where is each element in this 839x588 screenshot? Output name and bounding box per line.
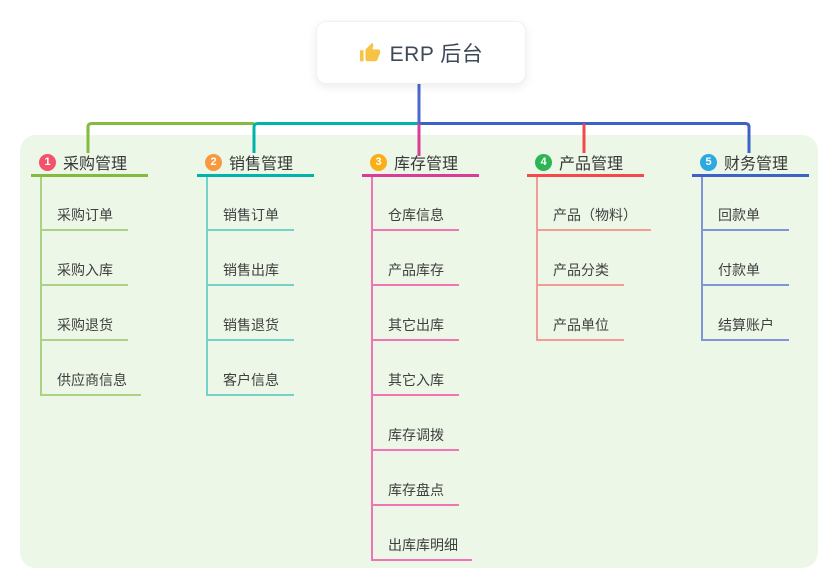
node-product-unit[interactable]: 产品单位 <box>536 317 624 341</box>
branch-title-sales[interactable]: 2 销售管理 <box>197 150 314 177</box>
node-sales-outbound[interactable]: 销售出库 <box>206 262 294 286</box>
branch-label: 销售管理 <box>229 156 294 173</box>
node-payment-bill[interactable]: 付款单 <box>701 262 789 286</box>
branch-badge: 1 <box>39 153 56 171</box>
branch-label: 库存管理 <box>394 156 459 173</box>
branch-trunk-line <box>40 177 42 396</box>
node-receipt-bill[interactable]: 回款单 <box>701 207 789 231</box>
node-purchase-return[interactable]: 采购退货 <box>40 317 128 341</box>
branch-trunk-line <box>701 177 703 341</box>
branch-badge: 3 <box>370 153 387 171</box>
branch-title-purchase[interactable]: 1 采购管理 <box>31 150 148 177</box>
node-product-category[interactable]: 产品分类 <box>536 262 624 286</box>
node-sales-order[interactable]: 销售订单 <box>206 207 294 231</box>
node-other-inbound[interactable]: 其它入库 <box>371 372 459 396</box>
branches-panel <box>20 135 818 568</box>
node-product-stock[interactable]: 产品库存 <box>371 262 459 286</box>
node-purchase-inbound[interactable]: 采购入库 <box>40 262 128 286</box>
node-outbound-detail[interactable]: 出库库明细 <box>371 537 472 561</box>
branch-trunk-line <box>206 177 208 396</box>
node-other-outbound[interactable]: 其它出库 <box>371 317 459 341</box>
branch-badge: 4 <box>535 153 552 171</box>
node-product-material[interactable]: 产品（物料） <box>536 207 651 231</box>
branch-title-product[interactable]: 4 产品管理 <box>527 150 644 177</box>
branch-badge: 2 <box>205 153 222 171</box>
root-node[interactable]: ERP 后台 <box>316 21 526 84</box>
node-supplier-info[interactable]: 供应商信息 <box>40 372 141 396</box>
node-stock-transfer[interactable]: 库存调拨 <box>371 427 459 451</box>
node-sales-return[interactable]: 销售退货 <box>206 317 294 341</box>
branch-title-finance[interactable]: 5 财务管理 <box>692 150 809 177</box>
node-settlement-account[interactable]: 结算账户 <box>701 317 789 341</box>
branch-trunk-line <box>371 177 373 561</box>
root-label: ERP 后台 <box>389 42 484 66</box>
branch-label: 采购管理 <box>63 156 128 173</box>
node-purchase-order[interactable]: 采购订单 <box>40 207 128 231</box>
node-warehouse-info[interactable]: 仓库信息 <box>371 207 459 231</box>
branch-title-inventory[interactable]: 3 库存管理 <box>362 150 479 177</box>
thumbs-up-icon <box>359 42 380 61</box>
branch-trunk-line <box>536 177 538 341</box>
node-stock-count[interactable]: 库存盘点 <box>371 482 459 506</box>
node-customer-info[interactable]: 客户信息 <box>206 372 294 396</box>
branch-badge: 5 <box>700 153 717 171</box>
branch-label: 产品管理 <box>559 156 624 173</box>
branch-label: 财务管理 <box>724 156 789 173</box>
